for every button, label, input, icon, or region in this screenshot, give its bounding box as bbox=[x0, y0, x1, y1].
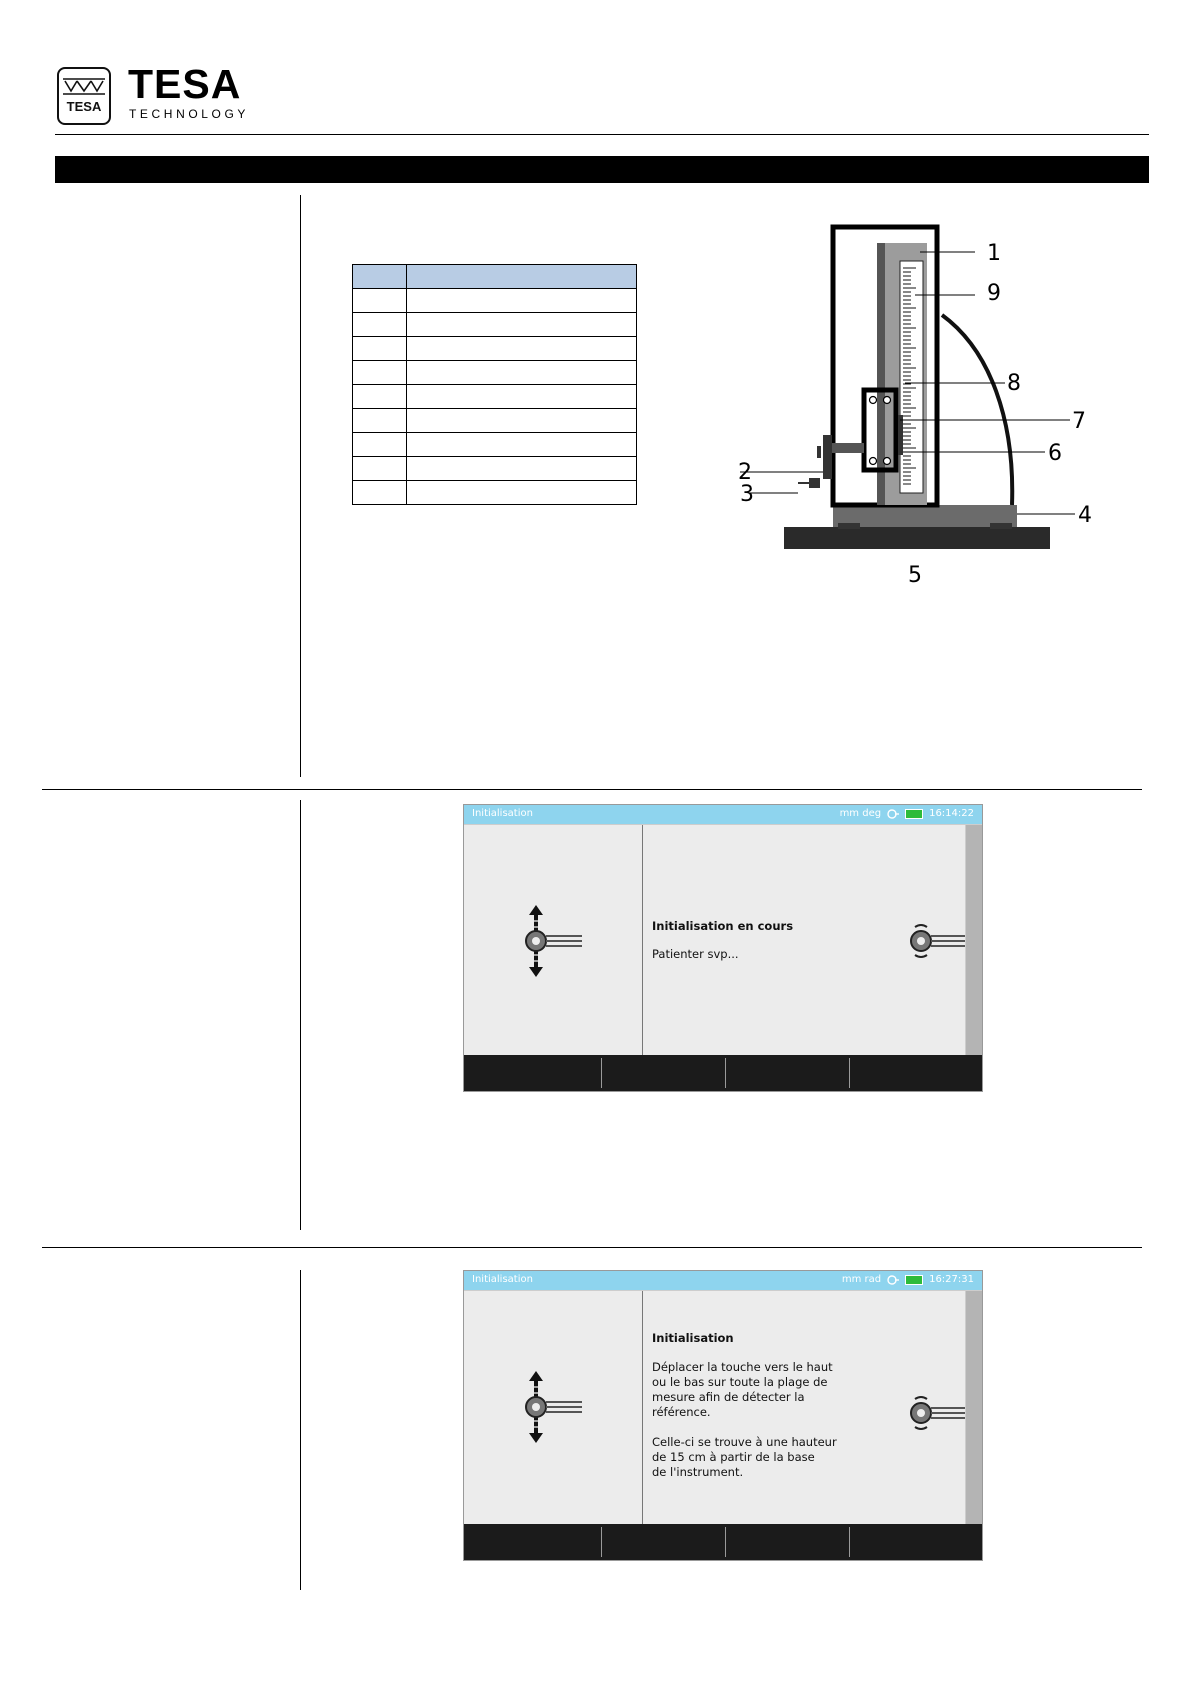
section-divider bbox=[42, 1247, 1142, 1248]
roller bbox=[868, 395, 878, 405]
screen-scrollbar[interactable] bbox=[966, 1291, 982, 1525]
screen-left-panel bbox=[464, 1291, 643, 1525]
callout-4: 4 bbox=[1078, 503, 1092, 528]
softkey-bar bbox=[464, 1055, 982, 1091]
screen-right-panel: Initialisation Déplacer la touche vers l… bbox=[643, 1291, 965, 1525]
height-gauge-diagram: 1 2 3 4 5 6 7 8 9 bbox=[738, 224, 1092, 588]
legend-table-header bbox=[352, 264, 637, 289]
callout-9: 9 bbox=[987, 281, 1001, 306]
units-indicator: mm deg bbox=[839, 808, 882, 819]
softkey-divider bbox=[725, 1058, 726, 1088]
softkey-divider bbox=[601, 1527, 602, 1557]
section-divider bbox=[42, 789, 1142, 790]
battery-icon bbox=[905, 1275, 924, 1285]
screen-right-panel: Initialisation en cours Patienter svp... bbox=[643, 825, 965, 1057]
clock: 16:14:22 bbox=[929, 808, 974, 819]
roller bbox=[882, 456, 892, 466]
probe-holder bbox=[823, 435, 832, 479]
header-divider bbox=[55, 134, 1149, 135]
screen-scrollbar[interactable] bbox=[966, 825, 982, 1057]
tesa-logo-icon: TESA bbox=[63, 78, 105, 114]
tesa-logo: TESA bbox=[57, 67, 111, 125]
instrument-screen-1: Initialisation mm deg 16:14:22 Initialis… bbox=[463, 804, 983, 1092]
callout-3: 3 bbox=[740, 482, 754, 507]
table-row bbox=[352, 312, 637, 337]
message-title: Initialisation bbox=[652, 1331, 734, 1345]
table-row bbox=[352, 456, 637, 481]
column-divider bbox=[300, 1270, 301, 1590]
logo-text: TESA bbox=[67, 99, 102, 114]
probe-insert bbox=[809, 478, 820, 488]
callout-8: 8 bbox=[1007, 371, 1021, 396]
softkey-bar bbox=[464, 1524, 982, 1560]
clock: 16:27:31 bbox=[929, 1274, 974, 1285]
message-body: Déplacer la touche vers le haut ou le ba… bbox=[652, 1360, 837, 1479]
table-row bbox=[352, 480, 637, 505]
battery-icon bbox=[905, 809, 924, 819]
callout-7: 7 bbox=[1072, 409, 1086, 434]
message-body: Patienter svp... bbox=[652, 947, 739, 961]
table-row bbox=[352, 360, 637, 385]
scale-window bbox=[899, 260, 924, 494]
leader-lines bbox=[740, 251, 1075, 515]
screen-status: mm deg 16:14:22 bbox=[840, 807, 974, 821]
callout-2: 2 bbox=[738, 460, 752, 485]
screen-title-bar: Initialisation mm deg 16:14:22 bbox=[464, 805, 982, 824]
probe-icon bbox=[910, 1396, 965, 1430]
probe-icon bbox=[910, 924, 965, 958]
column-divider bbox=[300, 800, 301, 1230]
table-row bbox=[352, 384, 637, 409]
units-indicator: mm rad bbox=[841, 1274, 882, 1285]
roller bbox=[868, 456, 878, 466]
screen-status: mm rad 16:27:31 bbox=[842, 1273, 974, 1287]
brand-name: TESA bbox=[128, 61, 242, 107]
table-row bbox=[352, 432, 637, 457]
callout-6: 6 bbox=[1048, 441, 1062, 466]
callout-1: 1 bbox=[987, 241, 1001, 266]
connection-icon bbox=[887, 1275, 900, 1285]
probe-move-icon bbox=[525, 1371, 582, 1443]
base-foot bbox=[990, 523, 1012, 529]
connection-icon bbox=[887, 809, 900, 819]
screen-title-bar: Initialisation mm rad 16:27:31 bbox=[464, 1271, 982, 1290]
reading-head bbox=[898, 415, 903, 455]
softkey-divider bbox=[725, 1527, 726, 1557]
callout-5: 5 bbox=[908, 563, 922, 588]
probe-screw bbox=[817, 446, 821, 458]
instrument-screen-2: Initialisation mm rad 16:27:31 Initialis… bbox=[463, 1270, 983, 1561]
softkey-divider bbox=[849, 1527, 850, 1557]
probe-move-icon bbox=[525, 905, 582, 977]
carriage bbox=[861, 387, 899, 473]
cable bbox=[940, 313, 1015, 506]
roller bbox=[882, 395, 892, 405]
screen-title: Initialisation bbox=[472, 808, 533, 819]
base-plate bbox=[784, 527, 1050, 549]
table-row bbox=[352, 288, 637, 313]
column-divider bbox=[300, 195, 301, 777]
column-rail bbox=[877, 243, 885, 505]
table-row bbox=[352, 336, 637, 361]
softkey-divider bbox=[601, 1058, 602, 1088]
brand-subtitle: TECHNOLOGY bbox=[129, 107, 250, 121]
probe-arm bbox=[832, 443, 864, 453]
legend-table bbox=[352, 264, 637, 505]
screen-left-panel bbox=[464, 825, 643, 1057]
softkey-divider bbox=[849, 1058, 850, 1088]
table-row bbox=[352, 408, 637, 433]
scale-ticks bbox=[903, 267, 916, 485]
screen-title: Initialisation bbox=[472, 1274, 533, 1285]
base-foot bbox=[838, 523, 860, 529]
section-title-bar bbox=[55, 156, 1149, 183]
message-title: Initialisation en cours bbox=[652, 919, 794, 933]
instrument-base bbox=[833, 505, 1017, 527]
